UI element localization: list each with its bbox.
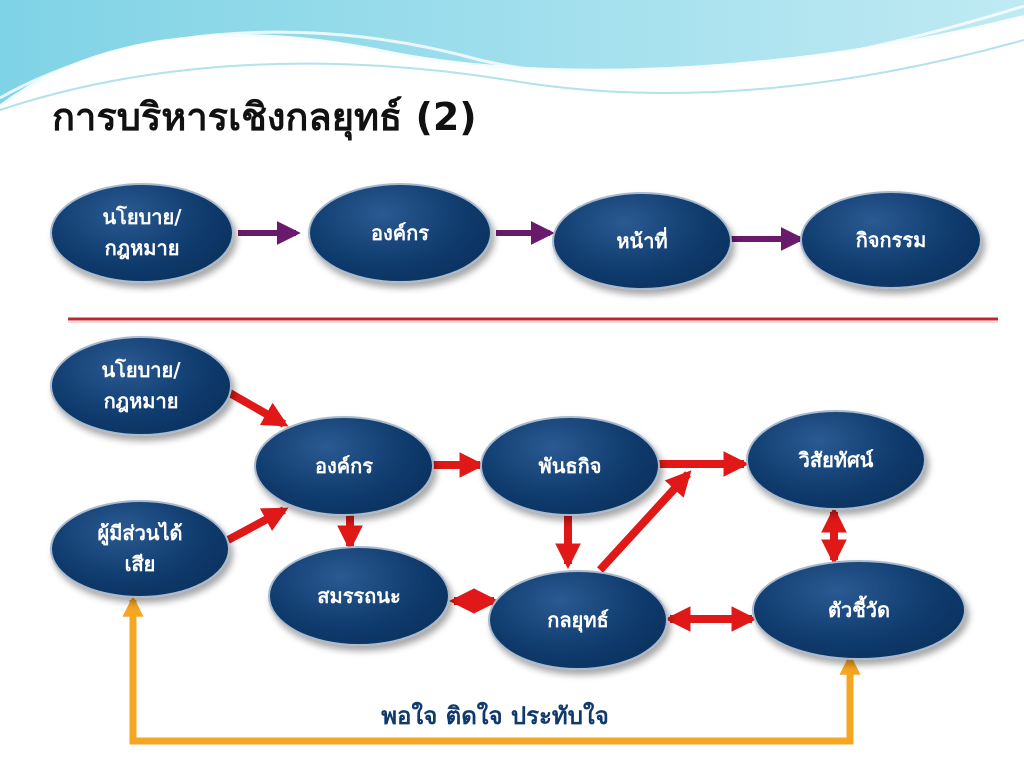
arrow-stakeholders-to-organization xyxy=(226,506,289,544)
node-policy: นโยบาย/ กฎหมาย xyxy=(50,336,232,436)
footer-caption: พอใจ ติดใจ ประทับใจ xyxy=(381,702,609,730)
feedback-loop xyxy=(129,608,854,745)
node-vision: วิสัยทัศน์ xyxy=(746,410,926,510)
top-node-activity: กิจกรรม xyxy=(800,191,982,289)
arrow-policy-to-organization xyxy=(226,388,289,428)
node-stakeholders: ผู้มีส่วนได้ เสีย xyxy=(50,500,230,598)
node-organization: องค์กร xyxy=(254,416,434,516)
node-mission: พันธกิจ xyxy=(480,416,660,516)
arrow-strategy-to-vision xyxy=(597,470,692,573)
top-wave xyxy=(0,0,1024,108)
top-node-duty: หน้าที่ xyxy=(552,192,732,290)
top-node-policy: นโยบาย/ กฎหมาย xyxy=(50,183,234,283)
node-strategy: กลยุทธ์ xyxy=(488,570,668,670)
top-node-organization: องค์กร xyxy=(308,183,492,283)
node-indicator: ตัวชี้วัด xyxy=(752,560,966,660)
node-competency: สมรรถนะ xyxy=(268,546,450,646)
slide-title: การบริหารเชิงกลยุทธ์ (2) xyxy=(52,95,477,139)
